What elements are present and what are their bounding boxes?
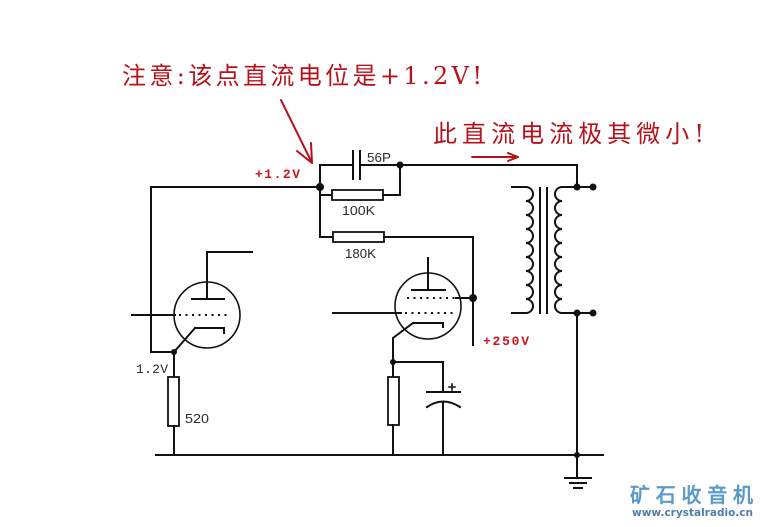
pentode-cathode-lead [392,321,415,363]
triode-plate-lead [206,251,253,300]
note-dc-current: 此直流电流极其微小! [433,120,704,148]
wire-180k-to-screen [383,236,474,346]
triode-tube-icon [131,251,253,354]
annotation-arrows [280,99,519,164]
junction-grid-node [316,183,324,191]
junction-screen-grid [469,294,477,302]
arrow-to-grid-node-icon [280,99,313,164]
wire-bypass-cap-top [392,361,444,393]
junctions [171,161,597,458]
resistor-100k-body [331,189,384,201]
resistor-180k-body [332,231,385,243]
arrow-current-direction-icon [471,152,519,162]
pentode-tube-icon [332,257,474,363]
wire-left-vertical [150,186,175,353]
label-resistor-100k: 100K [342,203,375,218]
label-resistor-180k: 180K [345,246,376,261]
output-terminal-top [589,183,597,191]
transformer-primary-coil [511,186,534,314]
wiring [131,150,604,489]
pentode-cathode [412,322,444,328]
label-supply-voltage: +250V [483,334,529,349]
ground-icon [564,477,592,489]
output-terminal-bottom [589,309,597,317]
junction-cap-right [396,161,404,169]
note-dc-potential: 注意:该点直流电位是+1.2V! [122,62,482,90]
label-resistor-520: 520 [185,411,209,426]
transformer-icon [511,186,578,314]
watermark-site-name: 矿石收音机 [630,483,753,507]
junction-transformer-top [573,183,581,191]
junction-transformer-bottom [573,309,581,317]
resistor-cathode2-body [387,376,400,426]
triode-cathode [194,327,225,334]
triode-cathode-lead [172,326,197,354]
bypass-cap-plus-icon [448,383,456,391]
wire-top-to-transformer [359,164,578,188]
junction-ground [574,452,580,458]
label-grid-node-voltage: +1.2V [255,167,300,182]
junction-pentode-cathode [390,359,396,365]
transformer-secondary-coil [554,186,578,314]
watermark-url: www.crystalradio.cn [632,506,753,519]
junction-triode-cathode [171,349,177,355]
label-capacitor-56p: 56P [367,150,391,165]
resistor-520-body [167,376,180,427]
label-cathode-voltage: 1.2V [136,362,168,377]
wire-100k-right [382,164,401,196]
